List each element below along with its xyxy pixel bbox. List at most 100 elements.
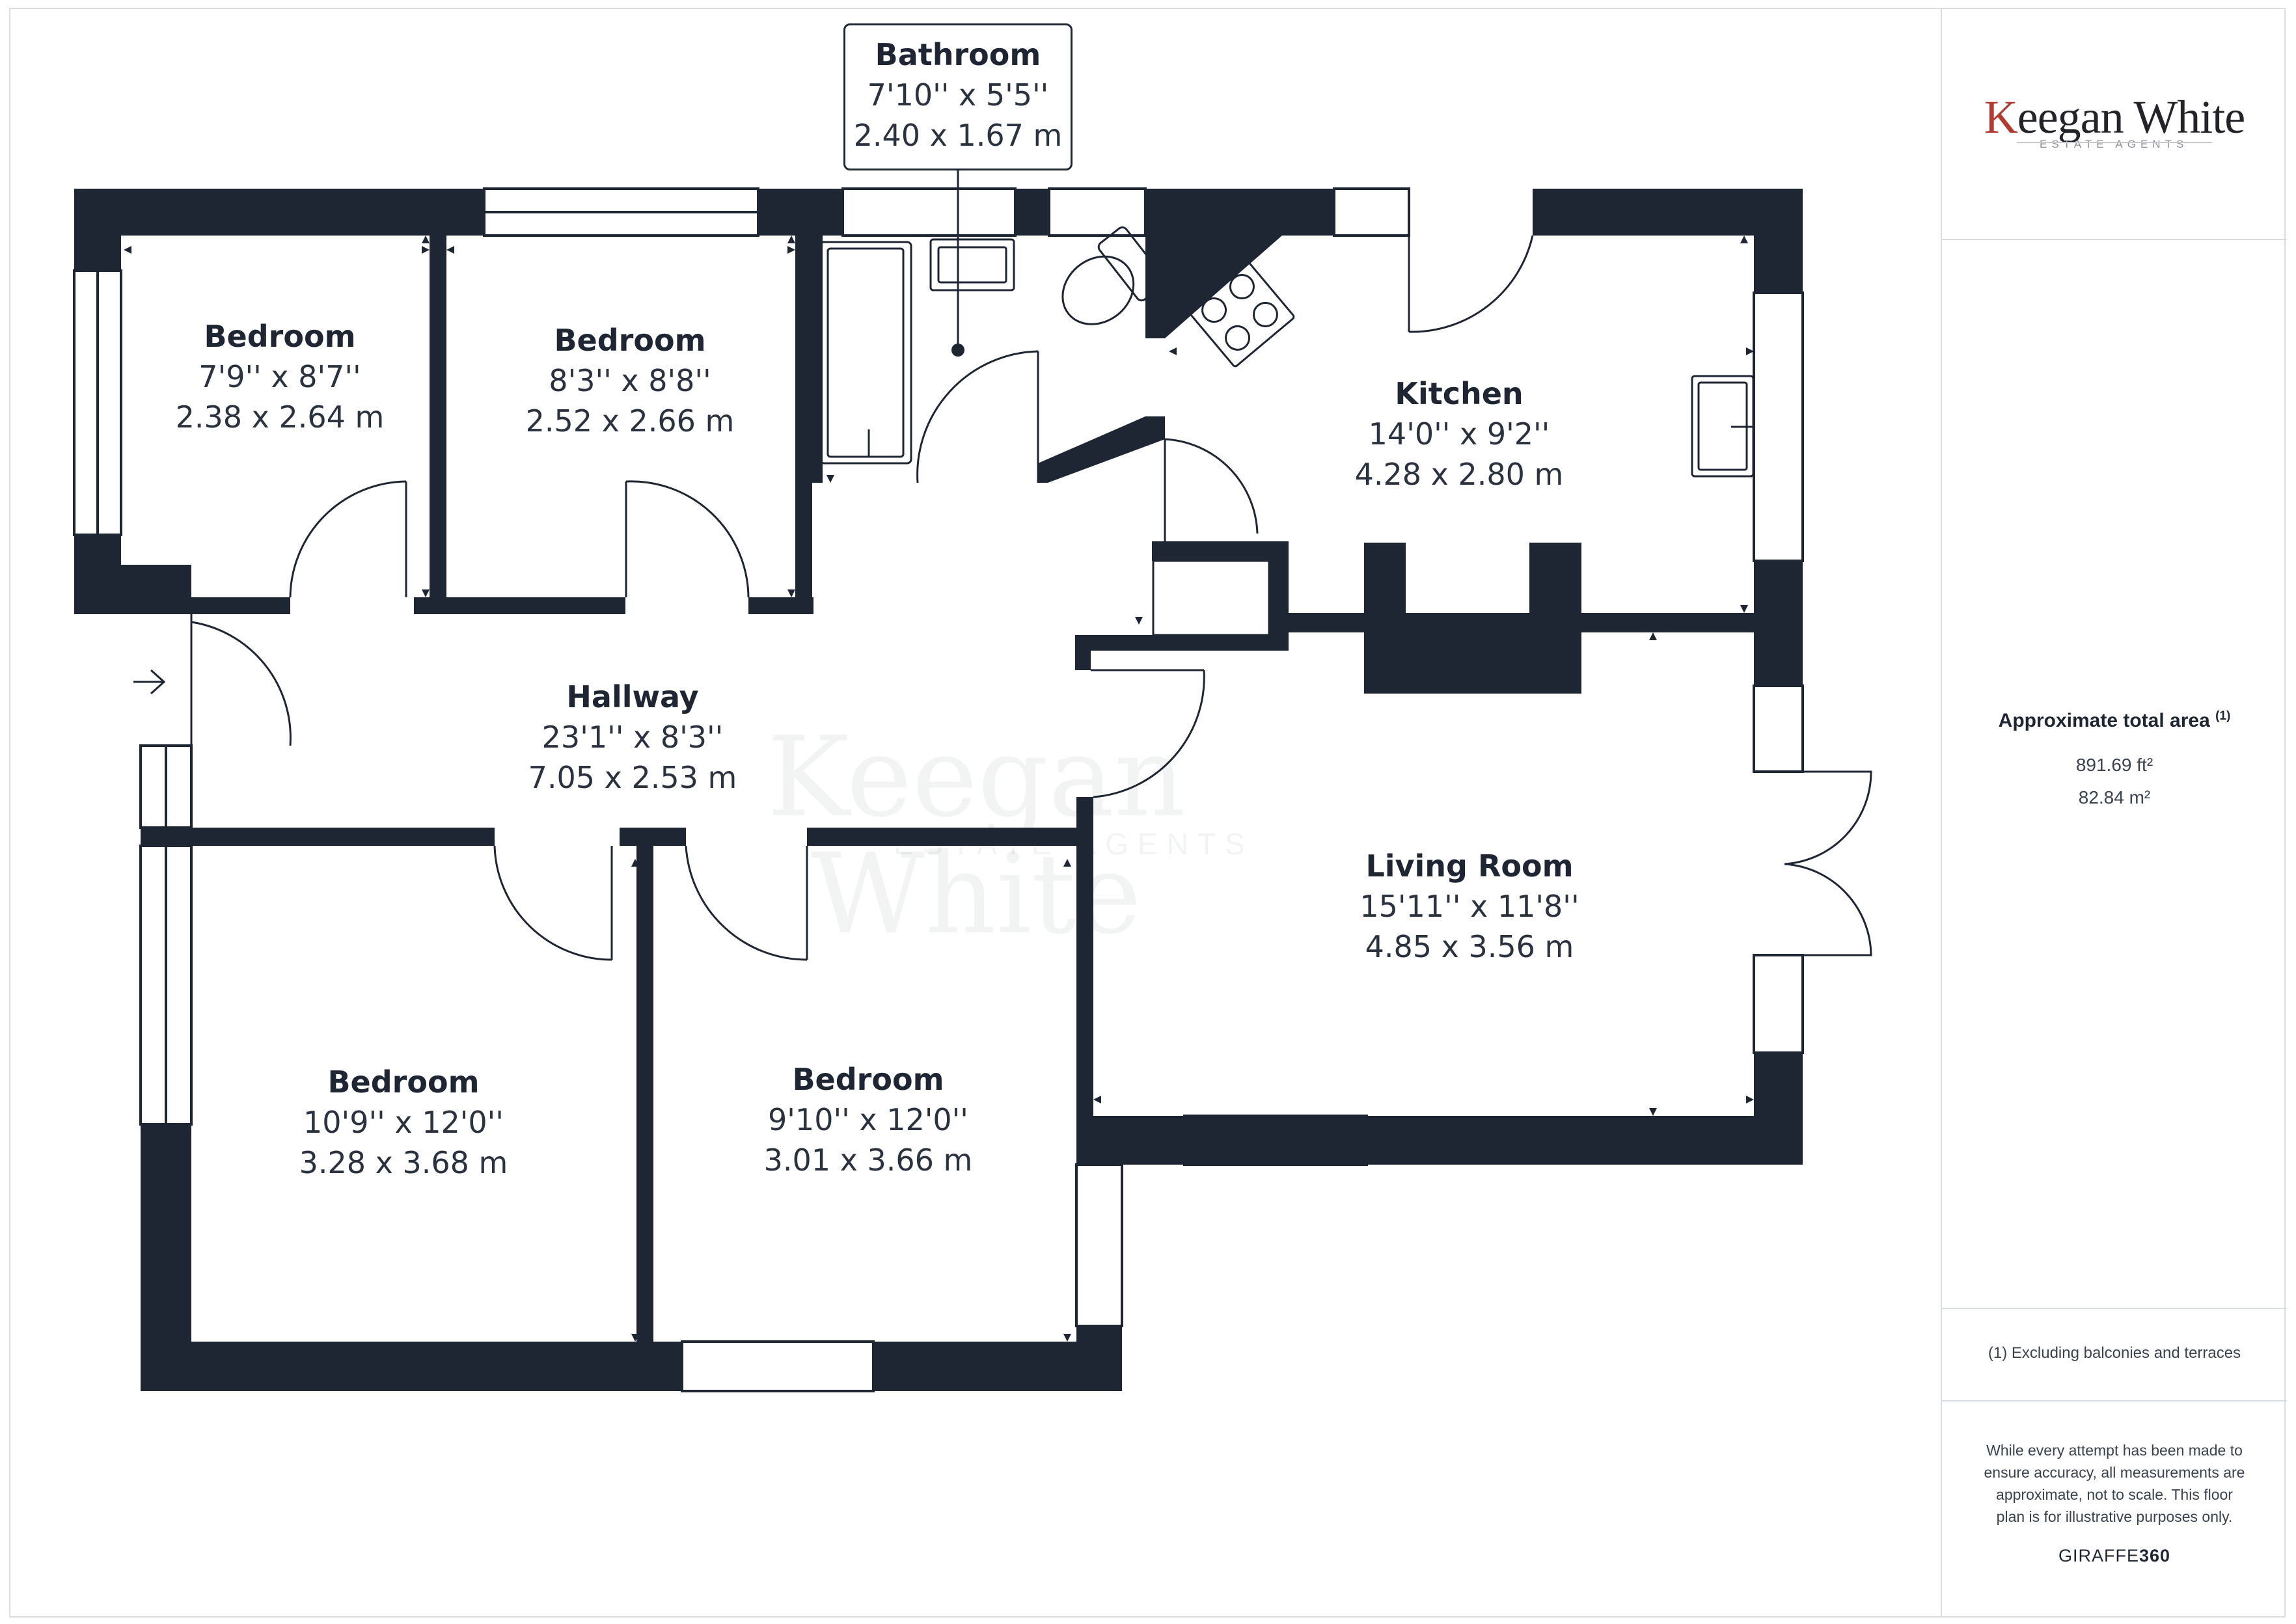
room-dim-metric: 4.85 x 3.56 m xyxy=(1365,929,1574,964)
doors xyxy=(190,235,1872,961)
wall xyxy=(1269,541,1289,651)
divider xyxy=(1942,1308,2287,1309)
divider xyxy=(1942,239,2287,240)
area-imperial: 891.69 ft² xyxy=(2075,755,2153,775)
window xyxy=(1753,954,1804,1054)
window xyxy=(1753,684,1804,773)
wall xyxy=(1364,613,1581,694)
brand-suffix: 360 xyxy=(2139,1546,2171,1565)
window xyxy=(681,1340,875,1392)
fixtures xyxy=(819,170,1755,478)
room-name: Hallway xyxy=(566,679,699,714)
wall xyxy=(1075,635,1091,670)
room-name: Bedroom xyxy=(554,323,706,358)
room-dim-imperial: 14'0'' x 9'2'' xyxy=(1368,416,1550,452)
wall xyxy=(141,828,495,846)
wall xyxy=(1076,1326,1122,1391)
wall xyxy=(141,1342,682,1391)
area-title-text: Approximate total area xyxy=(1998,710,2210,731)
room-label-bedroom-3: Bedroom 10'9'' x 12'0'' 3.28 x 3.68 m xyxy=(299,1062,508,1183)
room-dim-metric: 7.05 x 2.53 m xyxy=(528,760,737,795)
room-dim-imperial: 10'9'' x 12'0'' xyxy=(303,1105,504,1140)
entrance-door-swing xyxy=(191,621,292,746)
room-dim-imperial: 15'11'' x 11'8'' xyxy=(1360,889,1579,924)
room-dim-metric: 3.28 x 3.68 m xyxy=(299,1145,508,1180)
bathtub-inner xyxy=(827,247,905,458)
window xyxy=(1753,291,1804,562)
bathroom-callout: Bathroom 7'10'' x 5'5'' 2.40 x 1.67 m xyxy=(843,23,1073,170)
room-dim-imperial: 7'9'' x 8'7'' xyxy=(198,359,361,394)
disclaimer: While every attempt has been made to ens… xyxy=(1984,1442,2245,1525)
window xyxy=(1333,187,1410,237)
wall xyxy=(74,565,191,614)
room-dim-metric: 2.52 x 2.66 m xyxy=(525,403,735,439)
sink-icon xyxy=(929,238,1015,291)
door-swing xyxy=(685,845,808,961)
room-label-hallway: Hallway 23'1'' x 8'3'' 7.05 x 2.53 m xyxy=(528,677,737,798)
door-swing xyxy=(916,350,1039,483)
room-label-bedroom-2: Bedroom 8'3'' x 8'8'' 2.52 x 2.66 m xyxy=(526,320,735,441)
door-swing xyxy=(289,480,407,598)
toilet-icon xyxy=(1061,226,1166,325)
info-sidebar: Keegan White ESTATE AGENTS Approximate t… xyxy=(1941,8,2287,1617)
room-label-kitchen: Kitchen 14'0'' x 9'2'' 4.28 x 2.80 m xyxy=(1355,373,1564,494)
entrance-arrow-icon xyxy=(133,669,166,695)
room-dim-metric: 2.40 x 1.67 m xyxy=(853,118,1063,153)
wall xyxy=(636,846,653,1342)
wall xyxy=(1754,561,1803,686)
wall xyxy=(758,189,843,236)
room-name: Bathroom xyxy=(875,37,1041,72)
brand-credit: GIRAFFE360 xyxy=(1942,1546,2287,1566)
wall xyxy=(807,828,1076,846)
room-label-bedroom-1: Bedroom 7'9'' x 8'7'' 2.38 x 2.64 m xyxy=(176,316,385,437)
wall xyxy=(74,189,484,236)
window xyxy=(1183,1115,1368,1166)
wall xyxy=(1076,1116,1803,1165)
wall xyxy=(414,597,625,614)
bathtub-icon xyxy=(819,241,912,465)
door-swing xyxy=(625,480,750,598)
logo-rule xyxy=(2017,142,2212,143)
sink-bowl xyxy=(937,246,1007,284)
callout-dot xyxy=(951,344,964,357)
agency-logo: Keegan White ESTATE AGENTS xyxy=(1942,92,2287,151)
room-name: Bedroom xyxy=(204,319,356,354)
wall xyxy=(1754,189,1803,293)
room-dim-imperial: 9'10'' x 12'0'' xyxy=(768,1102,968,1137)
room-name: Kitchen xyxy=(1395,376,1524,411)
room-label-living-room: Living Room 15'11'' x 11'8'' 4.85 x 3.56… xyxy=(1360,846,1579,967)
door-swing xyxy=(493,845,612,961)
room-dim-imperial: 8'3'' x 8'8'' xyxy=(549,363,711,398)
wall xyxy=(191,597,290,614)
wall xyxy=(812,236,823,483)
wall xyxy=(74,189,121,271)
door-swing xyxy=(1164,438,1259,534)
watermark: Keegan White xyxy=(767,713,1186,959)
room-dim-metric: 3.01 x 3.66 m xyxy=(763,1143,973,1178)
wall xyxy=(1076,797,1093,1165)
wall xyxy=(620,828,686,846)
dimension-ticks xyxy=(124,236,1754,1342)
wall xyxy=(1145,189,1334,338)
french-door-bottom xyxy=(1784,863,1872,956)
room-label-bedroom-4: Bedroom 9'10'' x 12'0'' 3.01 x 3.66 m xyxy=(764,1059,973,1180)
door-swing xyxy=(1093,670,1205,798)
room-dim-imperial: 7'10'' x 5'5'' xyxy=(867,77,1049,113)
french-door-top xyxy=(1784,770,1872,865)
room-name: Bedroom xyxy=(792,1062,944,1097)
room-name: Living Room xyxy=(1365,848,1574,884)
area-metric: 82.84 m² xyxy=(2078,787,2151,807)
area-title: Approximate total area (1) xyxy=(1942,709,2287,732)
walls xyxy=(74,189,1803,1391)
wall xyxy=(430,236,446,597)
area-note-marker: (1) xyxy=(2215,709,2231,723)
room-name: Bedroom xyxy=(327,1064,480,1100)
wall xyxy=(795,236,812,597)
wall xyxy=(1152,541,1289,561)
logo-wordmark: Keegan White xyxy=(1984,91,2246,143)
wall xyxy=(1015,189,1049,236)
window xyxy=(841,187,1017,237)
divider xyxy=(1942,1400,2287,1401)
watermark-subtitle: ESTATE AGENTS xyxy=(894,827,1254,861)
wall xyxy=(1076,1116,1122,1165)
